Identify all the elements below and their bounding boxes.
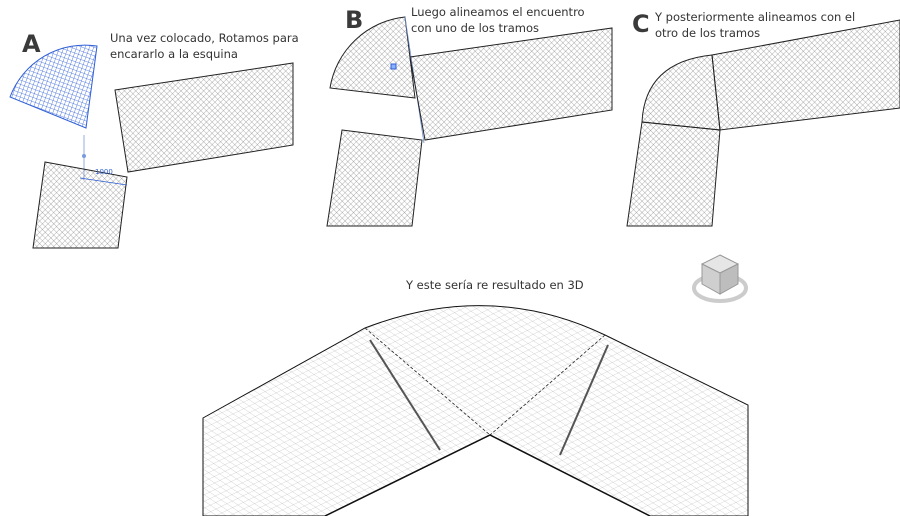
fitting-aligned-both bbox=[641, 54, 721, 131]
panel-c bbox=[626, 19, 900, 227]
fitting-aligned-one bbox=[329, 16, 416, 99]
panel-b-letter: B bbox=[345, 6, 364, 34]
caption-line: Y posteriormente alineamos con el bbox=[655, 10, 856, 24]
view-3d bbox=[202, 305, 749, 516]
dimension-value[interactable]: 1000 bbox=[95, 168, 113, 176]
caption-line: Una vez colocado, Rotamos para bbox=[110, 31, 299, 45]
rotation-handle[interactable] bbox=[82, 154, 86, 158]
panel-b-caption: Luego alineamos el encuentro con uno de … bbox=[411, 4, 585, 36]
panel-a bbox=[9, 44, 294, 249]
duct-upper bbox=[114, 62, 294, 173]
caption-line: con uno de los tramos bbox=[411, 21, 539, 35]
caption-line: otro de los tramos bbox=[655, 26, 761, 40]
duct-upper bbox=[409, 27, 613, 141]
panel-a-letter: A bbox=[22, 30, 41, 58]
dimension-line bbox=[79, 177, 128, 186]
caption-line: Luego alineamos el encuentro bbox=[411, 5, 585, 19]
panel-c-caption: Y posteriormente alineamos con el otro d… bbox=[655, 9, 855, 41]
duct-3d bbox=[202, 305, 749, 516]
grip-handle[interactable] bbox=[390, 63, 397, 70]
duct-lower bbox=[32, 161, 128, 249]
rotated-fitting-selected[interactable] bbox=[9, 44, 98, 129]
panel-b bbox=[326, 16, 613, 227]
duct-upper bbox=[711, 19, 900, 131]
panel-a-caption: Una vez colocado, Rotamos para encararlo… bbox=[110, 30, 299, 62]
viewcube-icon[interactable] bbox=[692, 254, 748, 303]
caption-line: encararlo a la esquina bbox=[110, 47, 238, 61]
duct-lower bbox=[626, 121, 721, 227]
view-3d-caption: Y este sería re resultado en 3D bbox=[406, 278, 584, 292]
duct-lower bbox=[326, 129, 423, 227]
panel-c-letter: C bbox=[632, 10, 650, 38]
